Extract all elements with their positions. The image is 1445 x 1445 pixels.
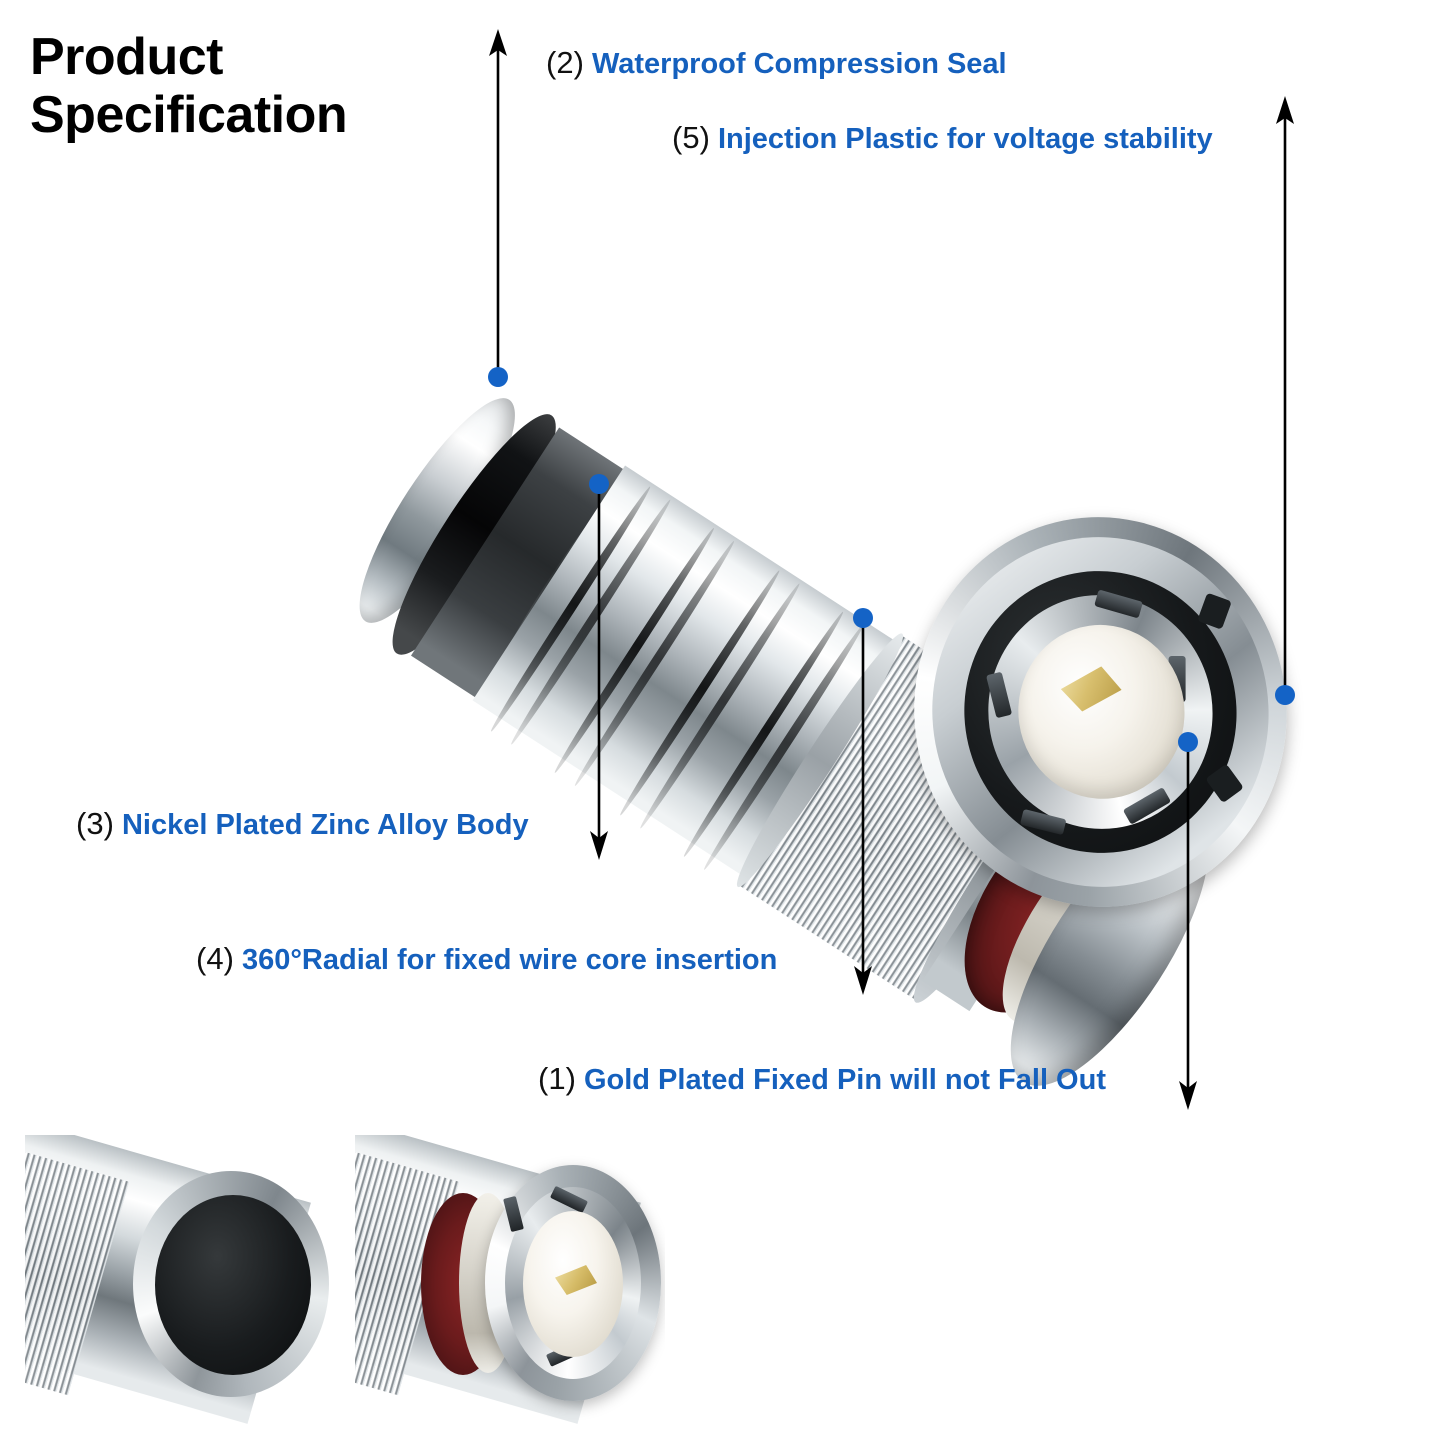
callout-number-4: (4) <box>196 941 234 976</box>
arrowhead-1 <box>1179 1081 1197 1110</box>
callout-text-5: Injection Plastic for voltage stability <box>717 123 1213 155</box>
callout-text-2: Waterproof Compression Seal <box>591 48 1007 80</box>
callout-label-2: (2) Waterproof Compression Seal <box>546 47 1007 79</box>
callout-dot-1 <box>1178 732 1198 752</box>
thumbnail-front-view <box>355 1135 665 1435</box>
callout-text-1: Gold Plated Fixed Pin will not Fall Out <box>583 1064 1106 1096</box>
callout-text-4: 360°Radial for fixed wire core insertion <box>241 944 778 976</box>
callout-dot-3 <box>589 474 609 494</box>
arrowhead-5 <box>1276 96 1294 124</box>
arrowhead-4 <box>854 966 872 995</box>
callout-label-4: (4) 360°Radial for fixed wire core inser… <box>196 943 777 975</box>
callout-label-5: (5) Injection Plastic for voltage stabil… <box>672 122 1213 154</box>
page-title-line-1: Product <box>30 28 223 86</box>
thumbnail-rear-view <box>25 1135 335 1435</box>
callout-label-1: (1) Gold Plated Fixed Pin will not Fall … <box>538 1063 1106 1095</box>
arrowhead-3 <box>590 831 608 860</box>
callout-dot-2 <box>488 367 508 387</box>
callout-dot-5 <box>1275 685 1295 705</box>
thumb-rear-bore <box>155 1195 311 1375</box>
callout-number-5: (5) <box>672 120 710 155</box>
page-title: Product Specification <box>30 28 460 144</box>
arrowhead-2 <box>489 29 507 56</box>
page-title-line-2: Specification <box>30 86 348 145</box>
callout-number-2: (2) <box>546 45 584 80</box>
callout-text-3: Nickel Plated Zinc Alloy Body <box>121 809 529 841</box>
callout-dot-4 <box>853 608 873 628</box>
callout-number-3: (3) <box>76 806 114 841</box>
callout-label-3: (3) Nickel Plated Zinc Alloy Body <box>76 808 529 840</box>
callout-number-1: (1) <box>538 1061 576 1096</box>
